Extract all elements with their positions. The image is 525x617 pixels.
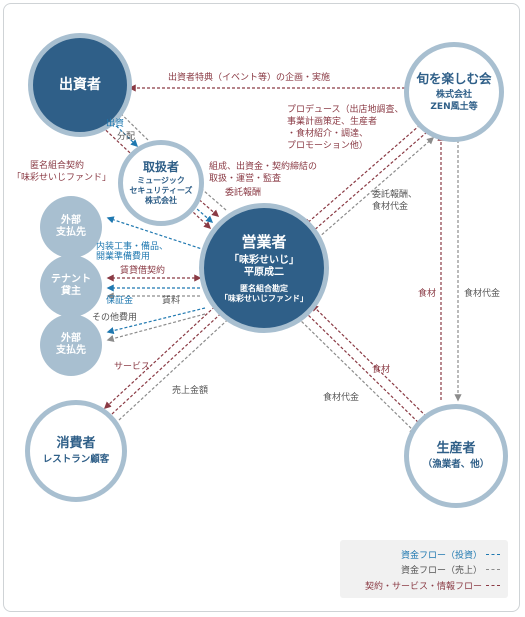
label-sales: 売上金額	[172, 386, 209, 396]
label-form-1: 組成、出資金・契約締結の	[209, 162, 318, 172]
producer-sub: （漁業者、他）	[422, 459, 490, 471]
legend-contract-swatch	[486, 585, 500, 586]
label-produce-1: プロデュース（出店地調査、	[287, 105, 404, 115]
label-anon-1: 匿名組合契約	[30, 161, 85, 171]
legend-invest-label: 資金フロー（投資）	[400, 551, 482, 561]
label-form-2: 取扱・運営・監査	[209, 174, 282, 184]
ext-top-l1: 外部	[61, 214, 81, 226]
node-investor: 出資者	[28, 33, 132, 137]
label-interior-1: 内装工事・備品、	[96, 242, 169, 252]
label-anon-2: 「味彩せいじファンド」	[12, 173, 112, 183]
label-rent: 賃料	[162, 296, 181, 306]
handler-sub1: ミュージック	[137, 176, 185, 186]
node-shun: 旬を楽しむ会 株式会社 ZEN風土等	[404, 42, 504, 142]
label-commission-food-1: 委託報酬、	[372, 190, 418, 200]
ext-bottom-l1: 外部	[61, 332, 81, 344]
label-produce-4: プロモーション他）	[287, 141, 368, 151]
legend-sales-label: 資金フロー（売上）	[400, 566, 482, 576]
producer-name: 生産者	[436, 440, 476, 456]
node-tenant: テナント 貸主	[40, 255, 102, 317]
legend-row-invest: 資金フロー（投資）	[401, 548, 500, 561]
shun-sub2: ZEN風土等	[430, 101, 478, 112]
tenant-l2: 貸主	[61, 286, 81, 297]
label-food-diagonal: 食材	[372, 365, 391, 375]
label-lease: 賃貸借契約	[120, 266, 166, 276]
label-interior-2: 開業準備費用	[96, 252, 151, 262]
operator-sub3: 匿名組合勘定	[240, 283, 288, 293]
line-operator-producer-cost	[297, 317, 418, 435]
label-deposit: 保証金	[106, 296, 134, 306]
line-consumer-operator-sales	[118, 311, 238, 421]
label-commission-food-2: 食材代金	[372, 202, 409, 212]
node-producer: 生産者 （漁業者、他）	[404, 404, 508, 508]
operator-name: 営業者	[241, 232, 287, 251]
line-operator-ext-bottom	[106, 307, 206, 335]
node-handler: 取扱者 ミュージック セキュリティーズ 株式会社	[118, 140, 204, 226]
node-operator: 営業者 「味彩せいじ」 平原成二 匿名組合勘定 「味彩せいじファンド」	[199, 203, 329, 333]
label-invest: 出資	[106, 119, 125, 129]
shun-sub1: 株式会社	[435, 90, 472, 101]
operator-sub2: 平原成二	[244, 267, 284, 278]
label-service: サービス	[114, 362, 151, 372]
node-consumer: 消費者 レストラン顧客	[25, 400, 127, 502]
operator-sub4: 「味彩せいじファンド」	[220, 293, 308, 303]
handler-sub3: 株式会社	[145, 196, 177, 206]
label-commission: 委託報酬	[225, 188, 262, 198]
line-operator-producer-1	[304, 311, 424, 428]
line-shun-operator-1	[311, 131, 428, 233]
label-other-costs: その他費用	[92, 313, 138, 323]
operator-sub1: 「味彩せいじ」	[229, 254, 299, 266]
shun-name: 旬を楽しむ会	[416, 71, 492, 87]
line-operator-shun-payment	[317, 137, 435, 239]
ext-bottom-l2: 支払先	[56, 345, 86, 356]
consumer-sub: レストラン顧客	[42, 454, 110, 466]
legend-contract-label: 契約・サービス・情報フロー	[364, 582, 482, 592]
node-ext-top: 外部 支払先	[40, 196, 102, 258]
label-food-vertical: 食材	[418, 289, 437, 299]
line-investor-handler-invest	[101, 111, 139, 148]
label-produce-3: ・食材紹介・調達、	[287, 129, 369, 139]
label-investor-event: 出資者特典（イベント等）の企画・実施	[168, 73, 331, 83]
line-operator-ext-top	[106, 216, 206, 251]
label-produce-2: 事業計画策定、生産者	[287, 117, 378, 127]
legend-sales-swatch	[486, 569, 500, 570]
line-shun-operator-produce	[303, 124, 421, 226]
handler-name: 取扱者	[142, 159, 179, 174]
legend: 資金フロー（投資） 資金フロー（売上） 契約・サービス・情報フロー	[340, 540, 508, 598]
legend-invest-swatch	[486, 554, 500, 555]
tenant-l1: テナント	[51, 273, 91, 285]
consumer-name: 消費者	[56, 435, 96, 451]
ext-top-l2: 支払先	[56, 227, 86, 238]
handler-sub2: セキュリティーズ	[129, 186, 193, 196]
line-producer-operator-food	[310, 303, 431, 421]
legend-row-sales: 資金フロー（売上）	[401, 563, 500, 576]
legend-row-contract: 契約・サービス・情報フロー	[365, 579, 500, 592]
investor-name: 出資者	[59, 76, 101, 93]
label-distribution: 分配	[117, 132, 136, 142]
line-operator-ext-bottom-2	[106, 313, 206, 342]
node-ext-bottom: 外部 支払先	[40, 314, 102, 376]
label-food-cost-vertical: 食材代金	[464, 289, 501, 299]
line-consumer-operator-1	[111, 305, 230, 415]
label-food-cost-diagonal: 食材代金	[323, 393, 360, 403]
line-operator-consumer-service	[103, 299, 223, 409]
line-operator-handler-commission	[194, 183, 227, 211]
